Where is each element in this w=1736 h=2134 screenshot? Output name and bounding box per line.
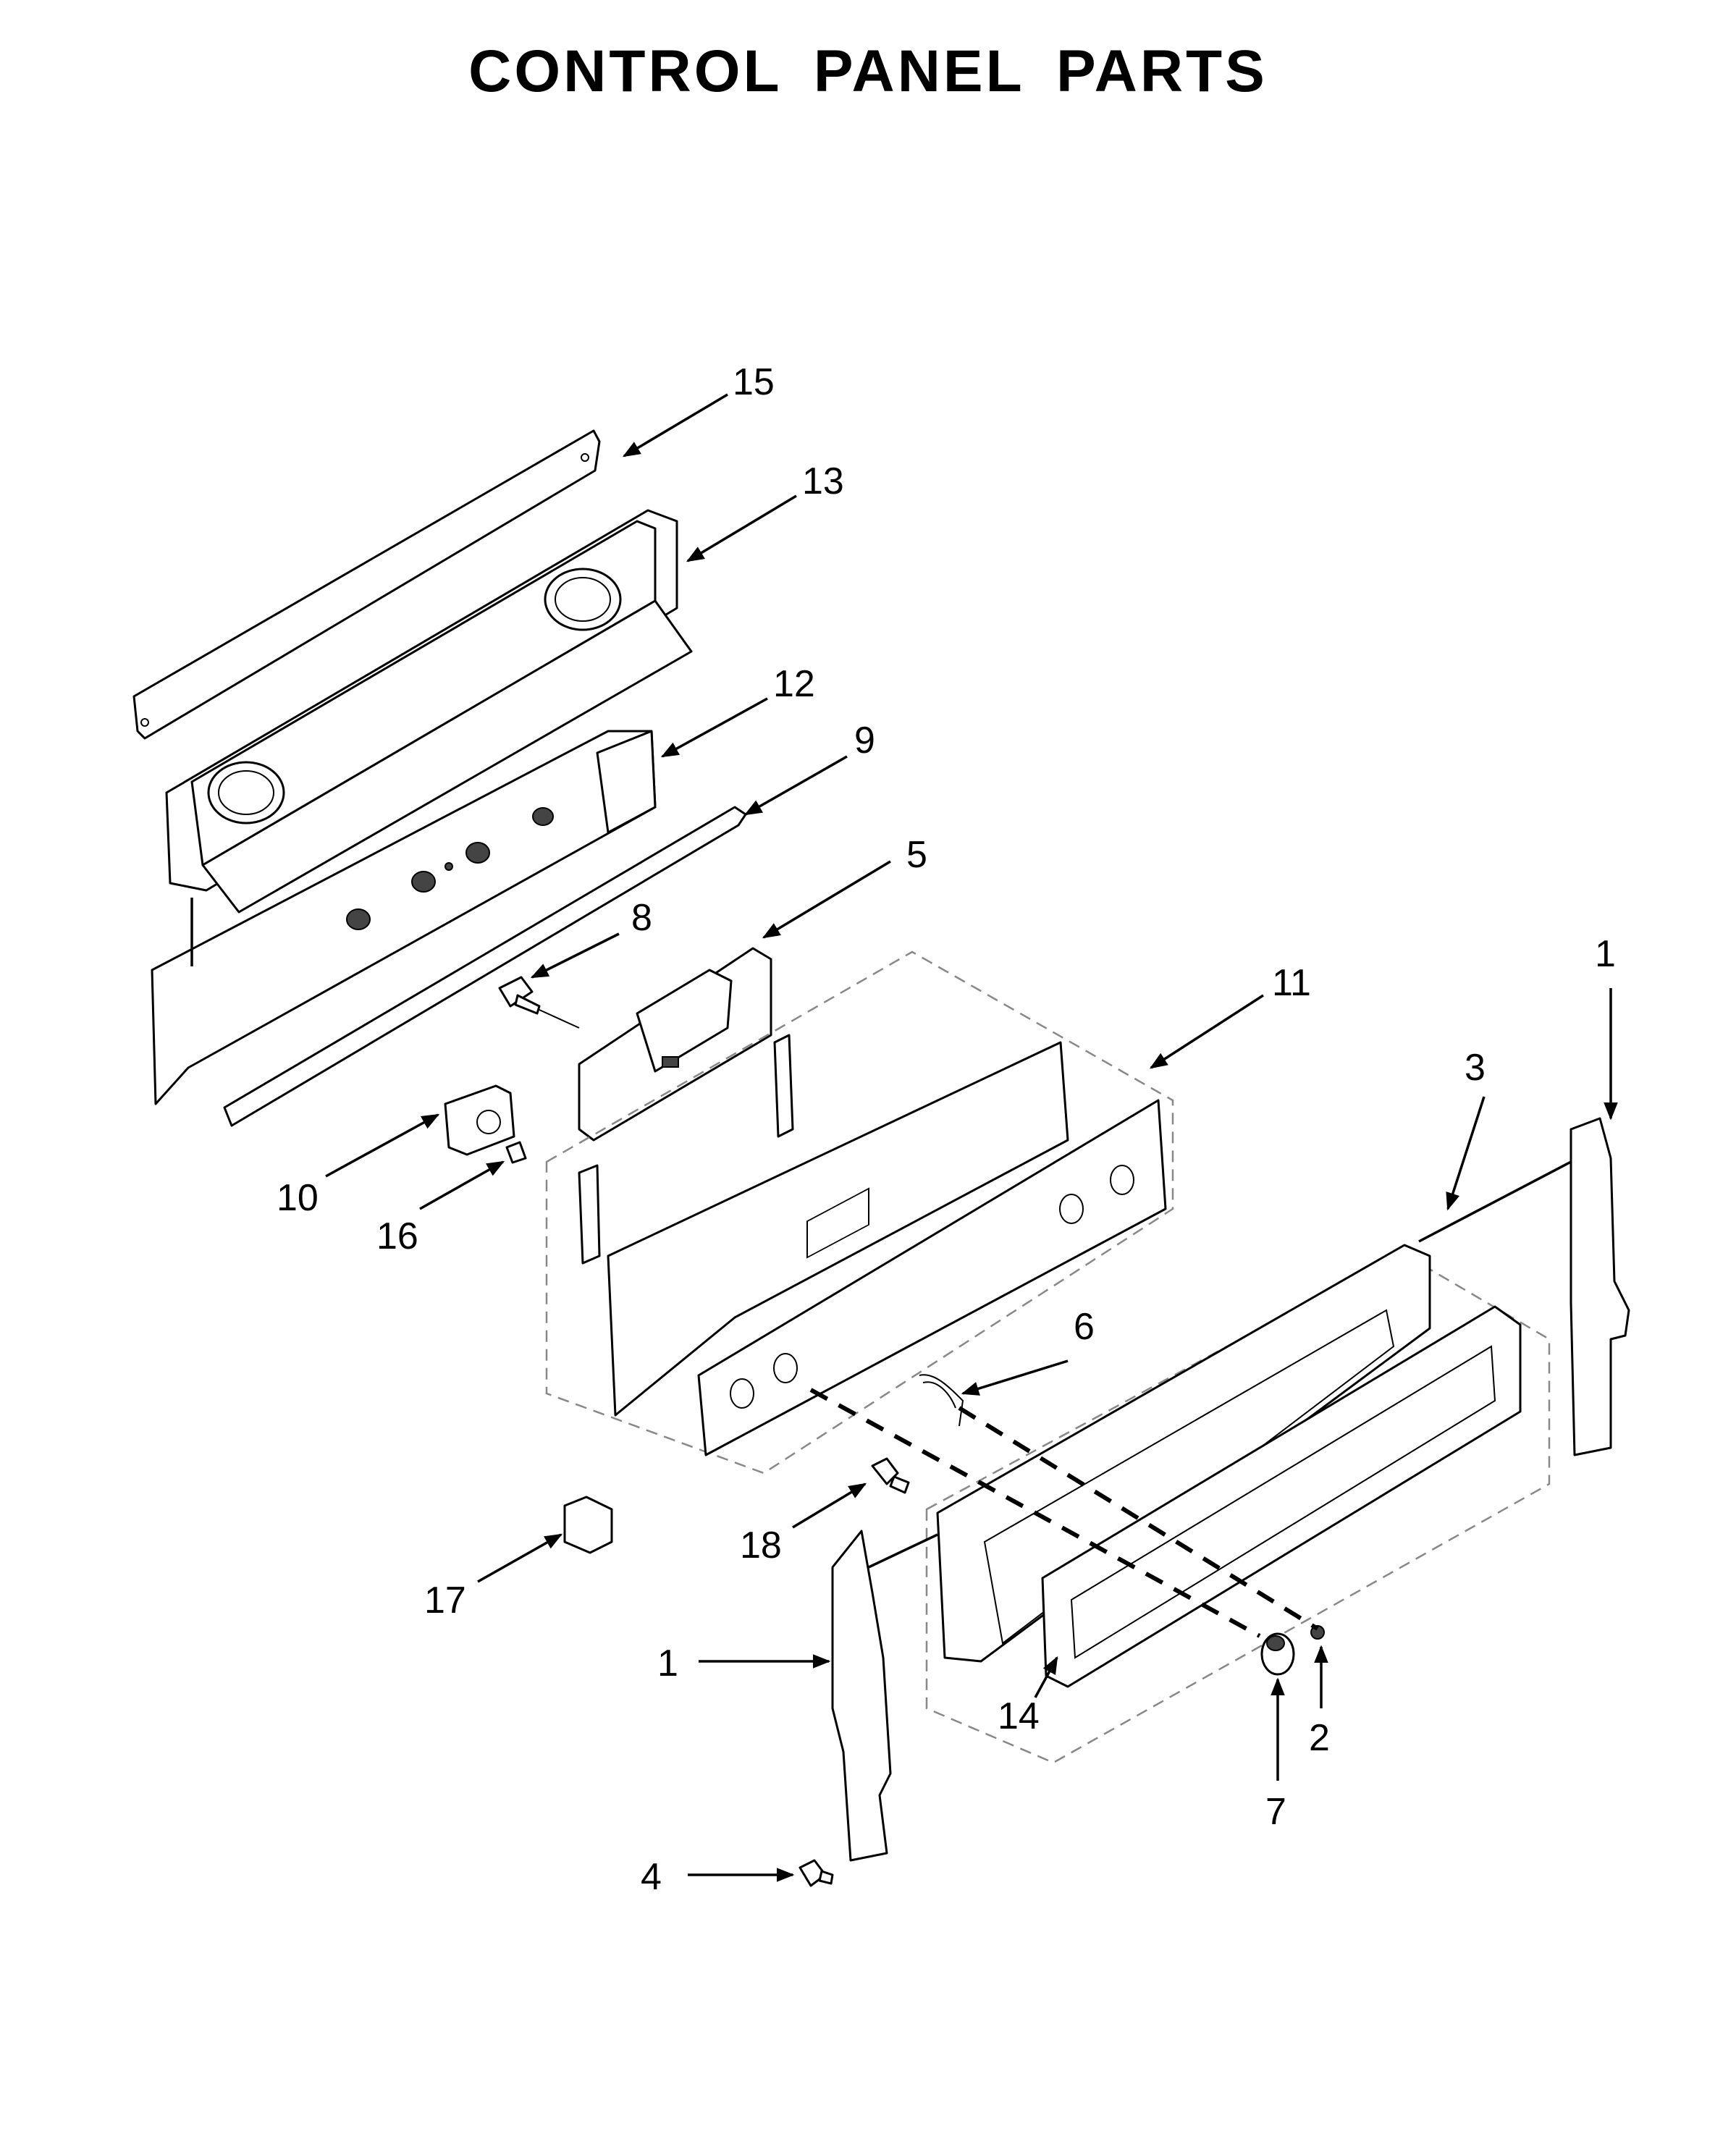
part-9-bar — [223, 806, 747, 1127]
leader-5 — [762, 860, 891, 939]
leader-6 — [961, 1359, 1069, 1396]
leader-13 — [686, 494, 797, 562]
callout-2: 2 — [1309, 1717, 1330, 1759]
leader-10 — [325, 1113, 440, 1178]
callout-18: 18 — [740, 1524, 782, 1566]
part-10-switch — [444, 1084, 515, 1156]
assembly-line — [1418, 1160, 1572, 1243]
leader-17 — [477, 1533, 563, 1583]
part-15-strip — [132, 429, 601, 740]
leader-18 — [792, 1483, 867, 1529]
callout-17: 17 — [424, 1580, 466, 1621]
part-6-wire — [919, 1374, 964, 1427]
callout-13: 13 — [802, 460, 844, 502]
part-8-screw — [498, 976, 580, 1029]
leader-11 — [1149, 994, 1264, 1069]
leader-9 — [743, 755, 848, 816]
part-17-relay — [563, 1496, 613, 1554]
callout-5: 5 — [906, 834, 927, 876]
callout-11: 11 — [1272, 962, 1311, 1004]
part-11-panel-group — [545, 950, 1174, 1475]
assembly-line — [958, 1406, 1319, 1631]
part-4-screw — [799, 1859, 834, 1887]
callout-15: 15 — [733, 361, 775, 403]
callout-6: 6 — [1074, 1306, 1095, 1348]
part-12-bracket — [151, 730, 657, 1105]
callout-1-right: 1 — [1595, 933, 1616, 975]
diagram-title: CONTROL PANEL PARTS — [468, 38, 1268, 104]
leader-15 — [622, 393, 728, 457]
assembly-line — [809, 1388, 1261, 1638]
part-1-right-bracket — [1569, 1117, 1630, 1456]
leader-14 — [1034, 1656, 1058, 1698]
callout-14: 14 — [998, 1695, 1040, 1737]
callout-16: 16 — [376, 1215, 418, 1257]
callout-9: 9 — [854, 720, 875, 762]
callout-12: 12 — [773, 663, 815, 705]
leader-12 — [660, 697, 768, 758]
callout-4: 4 — [641, 1856, 662, 1898]
part-16-screw — [505, 1141, 527, 1164]
leader-3 — [1446, 1096, 1486, 1211]
leader-16 — [419, 1160, 505, 1210]
assembly-line — [868, 1533, 938, 1569]
part-1-left-bracket — [831, 1530, 892, 1862]
part-13-duct — [165, 509, 693, 914]
callout-7: 7 — [1265, 1791, 1286, 1833]
callout-8: 8 — [631, 897, 652, 939]
callout-10: 10 — [277, 1177, 319, 1219]
callout-1-left: 1 — [657, 1642, 678, 1684]
part-7-knob — [1260, 1632, 1295, 1676]
leader-8 — [530, 932, 620, 979]
part-18-screw — [871, 1457, 910, 1494]
part-5-control-board — [578, 947, 772, 1142]
part-3-14-trim-group — [925, 1244, 1551, 1764]
callout-3: 3 — [1465, 1047, 1486, 1089]
